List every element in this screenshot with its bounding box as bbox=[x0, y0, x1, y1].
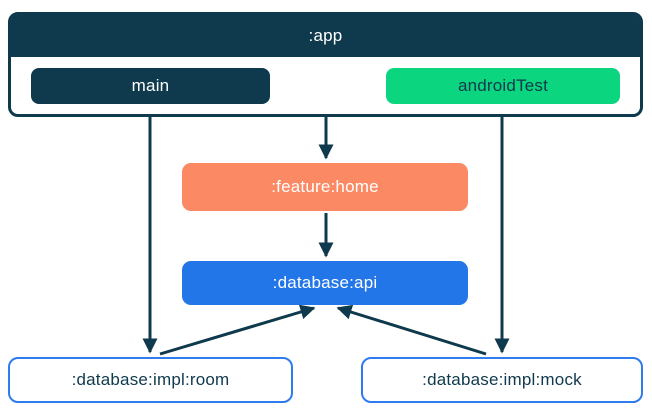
node-database-impl-room: :database:impl:room bbox=[8, 357, 293, 403]
node-database-api: :database:api bbox=[182, 261, 468, 305]
node-feature-home-label: :feature:home bbox=[271, 177, 379, 196]
node-feature-home: :feature:home bbox=[182, 163, 468, 211]
node-androidtest-label: androidTest bbox=[457, 76, 549, 95]
node-database-impl-room-label: :database:impl:room bbox=[71, 370, 230, 389]
node-database-impl-mock-label: :database:impl:mock bbox=[422, 370, 582, 389]
node-androidtest-source-set: androidTest bbox=[386, 68, 620, 104]
node-main-source-set: main bbox=[31, 68, 270, 104]
node-database-impl-mock: :database:impl:mock bbox=[361, 357, 643, 403]
edge-impl-room-to-database-api bbox=[159, 304, 316, 356]
node-app-label: :app bbox=[308, 26, 343, 45]
edge-impl-mock-to-database-api bbox=[336, 304, 487, 356]
node-main-label: main bbox=[131, 76, 170, 95]
node-database-api-label: :database:api bbox=[272, 273, 378, 292]
node-app-header: :app bbox=[11, 15, 640, 57]
